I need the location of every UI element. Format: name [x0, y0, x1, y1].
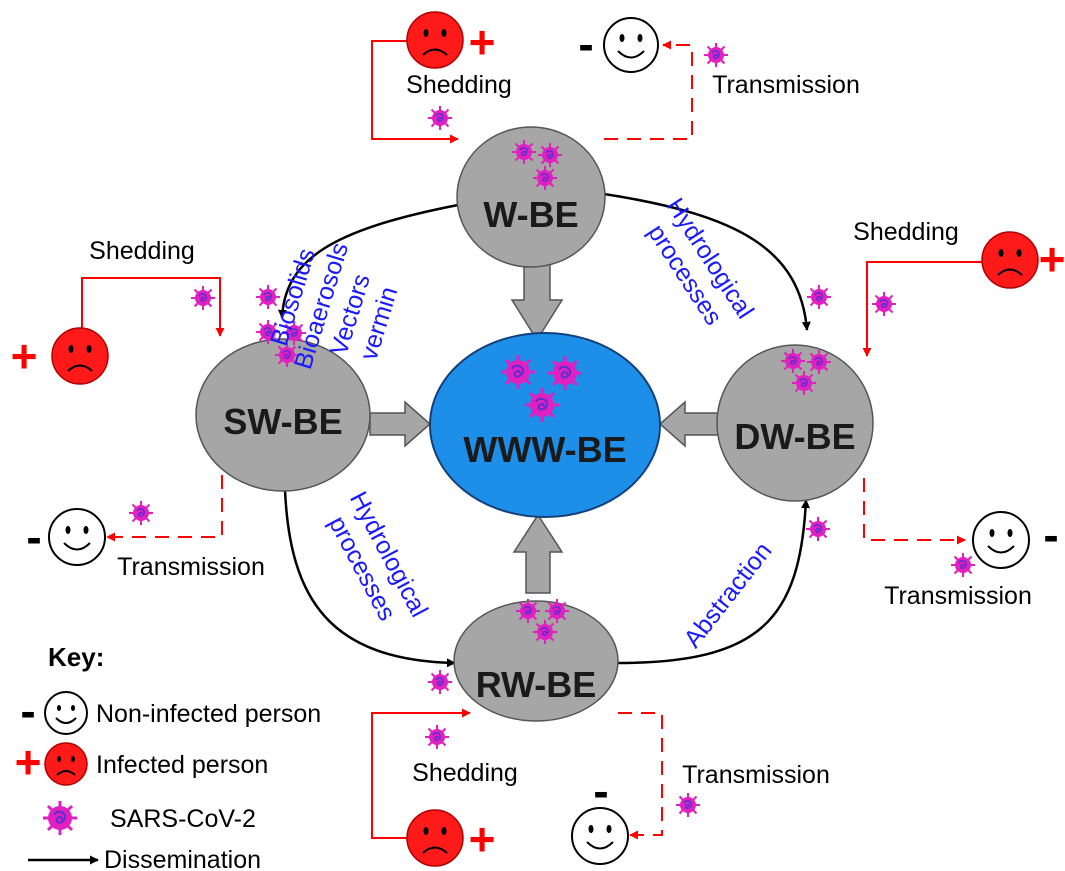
virus-icon — [190, 285, 216, 311]
infected-sign: + — [469, 813, 496, 865]
non-infected-sign: - — [578, 18, 593, 70]
virus-icon — [675, 792, 701, 818]
virus-icon — [805, 516, 831, 542]
route-label-w-dw: Hydrological processes — [642, 193, 759, 330]
transmission-label-dw: Transmission — [884, 582, 1032, 610]
virus-icon — [806, 284, 832, 310]
smiley-face-icon — [44, 691, 88, 735]
shedding-rw: Shedding + — [371, 669, 518, 867]
block-arrow-w — [510, 257, 564, 342]
sad-face-icon — [44, 742, 88, 786]
non-infected-sign: - — [26, 511, 41, 563]
key-title: Key: — [48, 642, 104, 672]
key-infected-label: Infected person — [96, 751, 268, 779]
shedding-line-sw — [81, 277, 225, 337]
transmission-line-rw — [618, 712, 663, 840]
key-dissemination-label: Dissemination — [104, 846, 261, 871]
transmission-line-dw — [863, 478, 966, 545]
arrow-w-to-sw — [277, 203, 459, 319]
infected-sign: + — [11, 330, 38, 382]
smiley-face-icon — [48, 508, 106, 566]
key-non-infected-sign: - — [20, 685, 35, 737]
node-dw-be — [716, 344, 874, 502]
sad-face-icon — [406, 11, 464, 69]
block-arrow-rw — [512, 513, 564, 594]
key-legend: Key: - Non-infected person + Infected pe… — [15, 642, 322, 871]
virus-icon — [128, 500, 154, 526]
sad-face-icon — [51, 327, 109, 385]
non-infected-sign: - — [593, 765, 608, 817]
shedding-line-rw — [371, 708, 471, 839]
shedding-label-w: Shedding — [406, 71, 512, 99]
smiley-face-icon — [603, 17, 659, 73]
smiley-face-icon — [972, 511, 1030, 569]
node-label-www-be: WWW-BE — [463, 429, 626, 470]
arrow-sw-to-rw — [283, 489, 456, 668]
shedding-label-dw: Shedding — [853, 218, 959, 246]
key-non-infected-label: Non-infected person — [96, 700, 321, 728]
smiley-face-icon — [571, 807, 629, 865]
sad-face-icon — [981, 231, 1039, 289]
transmission-dw: - Transmission — [805, 478, 1059, 610]
key-virus-label: SARS-CoV-2 — [110, 805, 256, 833]
node-rw-be — [453, 600, 619, 722]
virus-icon — [427, 669, 453, 695]
virus-icon — [424, 724, 450, 750]
node-label-sw-be: SW-BE — [223, 401, 342, 442]
node-label-w-be: W-BE — [483, 194, 578, 235]
shedding-dw: Shedding + — [806, 218, 1065, 357]
key-infected-sign: + — [15, 736, 42, 788]
transmission-line-sw — [106, 475, 223, 542]
virus-icon — [255, 284, 281, 310]
infected-sign: + — [469, 16, 496, 68]
virus-icon — [427, 105, 453, 131]
transmission-label-rw: Transmission — [682, 761, 830, 789]
route-abstraction: Abstraction — [678, 537, 777, 653]
node-sw-be — [195, 338, 371, 492]
shedding-line-dw — [862, 261, 985, 357]
arrow-rw-to-dw — [616, 499, 811, 665]
non-infected-sign: - — [1043, 509, 1058, 561]
transmission-line-w — [604, 40, 693, 140]
arrow-w-to-dw — [603, 192, 811, 331]
virus-icon — [950, 552, 976, 578]
node-label-dw-be: DW-BE — [734, 416, 855, 457]
virus-icon — [703, 42, 729, 68]
transmission-rw: Transmission - — [571, 712, 830, 865]
shedding-label-sw: Shedding — [89, 237, 195, 265]
transmission-w: - Transmission — [578, 17, 860, 140]
shedding-w: + Shedding — [371, 11, 512, 144]
shedding-line-w — [371, 40, 459, 144]
shedding-label-rw: Shedding — [412, 759, 518, 787]
virus-icon — [41, 799, 79, 837]
virus-icon — [871, 291, 897, 317]
route-label-rw-dw: Abstraction — [678, 537, 777, 653]
block-arrow-sw — [369, 400, 432, 448]
node-www-be — [429, 332, 661, 518]
node-label-rw-be: RW-BE — [476, 664, 597, 705]
infected-sign: + — [1039, 233, 1065, 285]
sad-face-icon — [406, 809, 464, 867]
transmission-sw: - Transmission — [26, 475, 265, 581]
node-w-be — [456, 126, 606, 268]
transmission-label-sw: Transmission — [117, 553, 265, 581]
route-label-sw-rw: Hydrological processes — [323, 487, 433, 625]
transmission-label-w: Transmission — [712, 71, 860, 99]
block-arrow-dw — [658, 400, 719, 448]
shedding-sw: Shedding + — [11, 237, 281, 385]
